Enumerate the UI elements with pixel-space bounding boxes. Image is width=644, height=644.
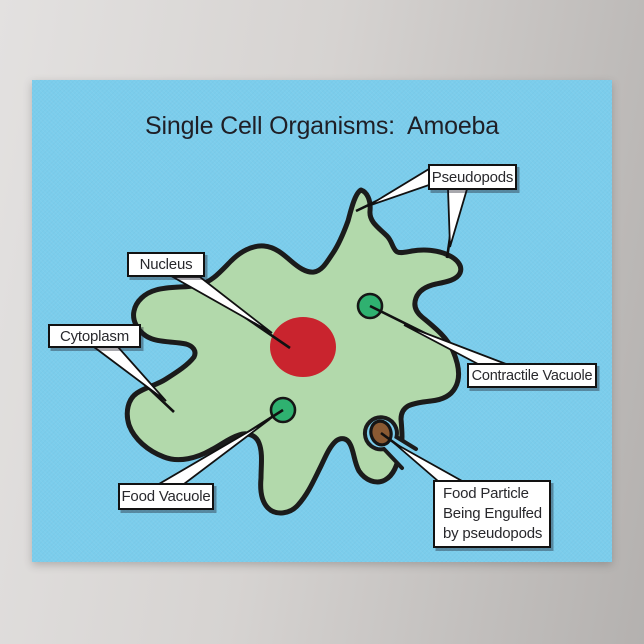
pointer-pseudopod-left <box>355 167 430 213</box>
label-cytoplasm-text: Cytoplasm <box>59 327 130 345</box>
pointer-pseudopod-right <box>445 188 469 259</box>
label-food-particle-line2: Being Engulfed <box>443 504 542 522</box>
label-contractile-vacuole-text: Contractile Vacuole <box>471 367 593 384</box>
label-pseudopods-text: Pseudopods <box>431 168 514 186</box>
label-cytoplasm: Cytoplasm <box>48 324 141 348</box>
label-food-particle-line1: Food Particle <box>443 484 529 502</box>
label-food-particle: Food Particle Being Engulfed by pseudopo… <box>433 480 551 548</box>
label-contractile-vacuole: Contractile Vacuole <box>467 363 597 388</box>
label-pseudopods: Pseudopods <box>428 164 517 190</box>
label-food-particle-line3: by pseudopods <box>443 525 543 543</box>
label-nucleus: Nucleus <box>127 252 205 277</box>
label-food-vacuole: Food Vacuole <box>118 483 214 510</box>
pointer-nucleus <box>169 275 291 350</box>
engulfing-bay-outline <box>362 415 418 470</box>
poster-title: Single Cell Organisms: Amoeba <box>145 112 499 140</box>
label-nucleus-text: Nucleus <box>139 256 193 273</box>
nucleus-shape <box>270 317 336 377</box>
label-food-vacuole-text: Food Vacuole <box>121 488 211 505</box>
